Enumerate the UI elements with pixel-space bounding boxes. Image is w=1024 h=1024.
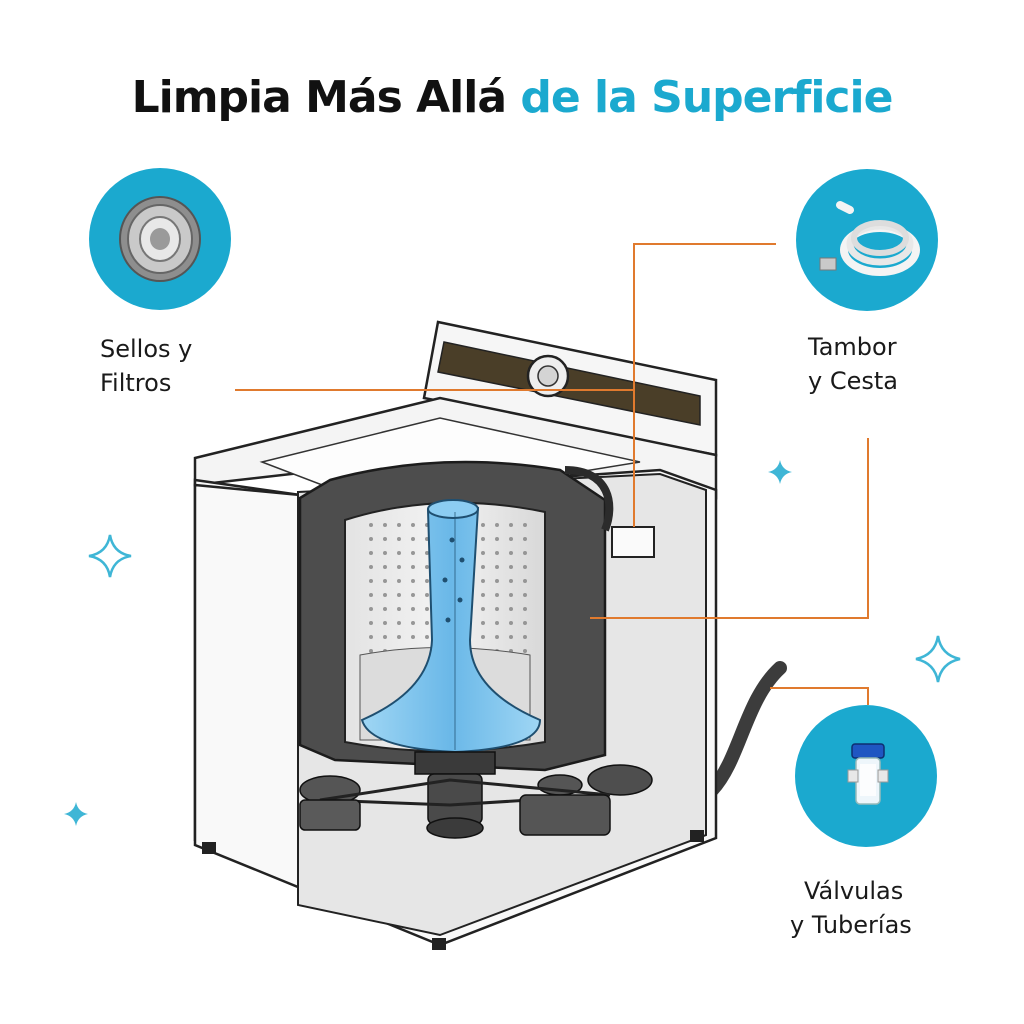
- drain-hose: [705, 661, 787, 797]
- leader-line-drum: [633, 243, 776, 527]
- label-valves-line2: y Tuberías: [790, 911, 912, 939]
- seal-filter-icon: [89, 168, 231, 310]
- label-seals-filters: Sellos y Filtros: [100, 332, 192, 400]
- sparkle-icon: [768, 460, 792, 484]
- sparkle-icon: [88, 534, 132, 578]
- washing-machine: [193, 320, 787, 950]
- leader-lines: [235, 243, 869, 705]
- foot: [202, 842, 216, 854]
- page-title: Limpia Más Allá de la Superficie: [0, 72, 1024, 123]
- label-drum-line2: y Cesta: [808, 367, 898, 395]
- label-seals-line1: Sellos y: [100, 335, 193, 363]
- foot: [690, 830, 704, 842]
- leader-line-valves: [770, 687, 869, 705]
- title-part-1: Limpia Más Allá: [131, 72, 507, 123]
- sparkle-icon: [915, 635, 961, 683]
- label-valves-pipes: Válvulas y Tuberías: [790, 874, 912, 942]
- valve-filter-icon: [795, 705, 937, 847]
- motor-assembly: [299, 751, 653, 839]
- label-seals-line2: Filtros: [100, 369, 172, 397]
- title-part-2: de la Superficie: [520, 72, 893, 123]
- sparkle-icons: [64, 460, 961, 826]
- label-drum-basket: Tambor y Cesta: [808, 330, 898, 398]
- hose-icon: [796, 169, 938, 311]
- leader-line-basket: [590, 438, 869, 619]
- sensor-box: [611, 526, 655, 558]
- foot: [432, 938, 446, 950]
- label-valves-line1: Válvulas: [804, 877, 904, 905]
- sparkle-icon: [64, 802, 88, 826]
- label-drum-line1: Tambor: [808, 333, 897, 361]
